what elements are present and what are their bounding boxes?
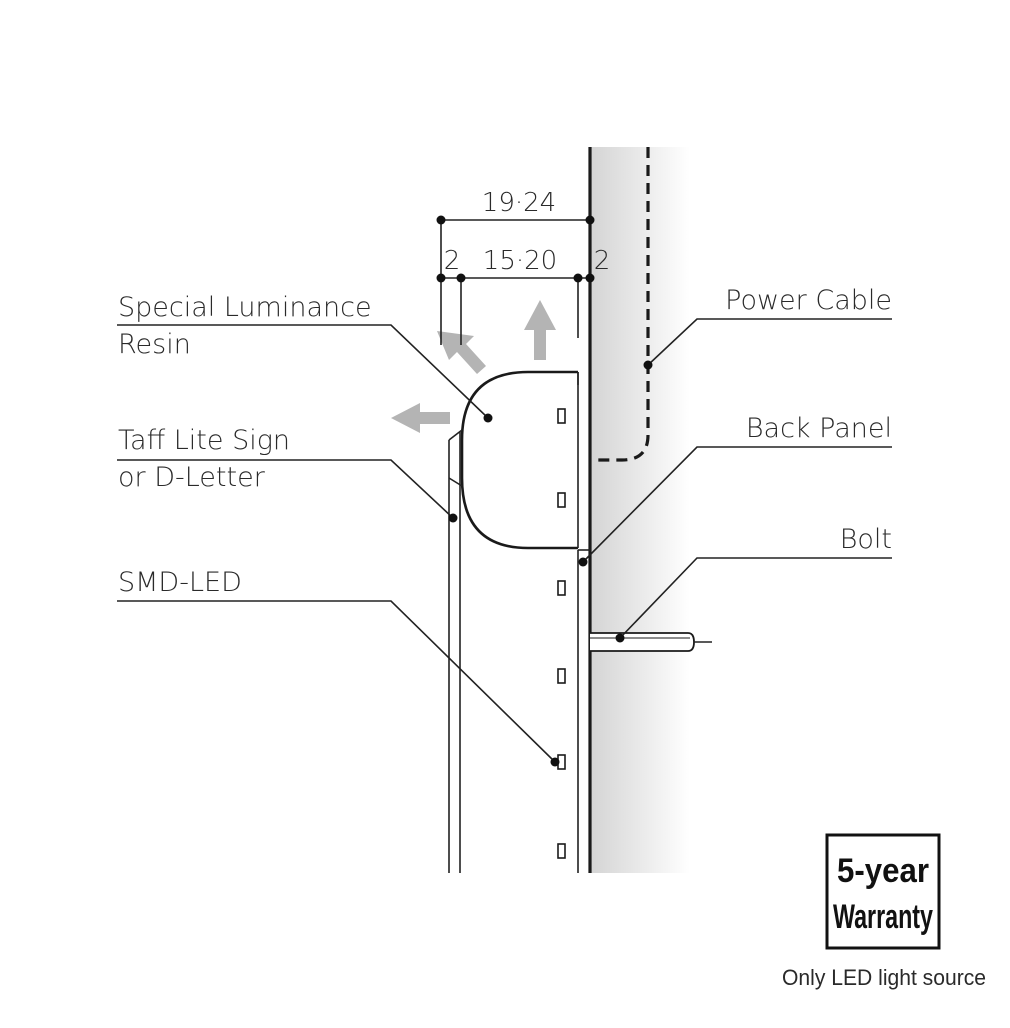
sign-face-notch [448,477,463,487]
leader-dot [615,633,625,643]
resin-body [460,370,578,550]
label-special-luminance: Special Luminance [118,292,372,323]
label-taff-lite: Taff Lite Sign [118,425,290,456]
label-resin: Resin [118,329,191,360]
leader-dot [483,413,493,423]
power-cable [592,147,650,462]
leaders-right [578,318,892,643]
label-bolt: Bolt [840,524,892,555]
smd-led [557,580,566,596]
warranty-box [825,833,941,950]
leader-back-panel [582,446,892,563]
sign-face-top [448,429,463,441]
leader-resin [117,324,489,419]
dim-dot [585,215,595,225]
dim-right-gap-text: 2 [594,246,611,276]
dim-dot [456,273,466,283]
leader-power [647,318,892,366]
dim-overall-text: 19·24 [482,188,556,218]
leader-dot [550,757,560,767]
dim-dot [585,273,595,283]
arrow-diagonal [437,331,486,374]
dim-dot [436,215,446,225]
arrow-left [391,403,450,433]
smd-led [557,843,566,859]
warranty-badge: 5-year Warranty [825,833,941,950]
label-power-cable: Power Cable [725,285,892,316]
smd-led [557,408,566,424]
dim-dot [436,273,446,283]
leader-taff [117,459,454,519]
leader-dot [578,557,588,567]
arrow-up [524,300,556,360]
dim-dot [573,273,583,283]
warranty-footnote: Only LED light source [782,965,986,990]
leader-dot [643,360,653,370]
label-back-panel: Back Panel [746,413,892,444]
leader-dot [448,513,458,523]
smd-led [557,492,566,508]
dim-inner-text: 15·20 [483,246,557,276]
dimensions: 19·24 15·20 2 2 [436,188,611,345]
smd-led [557,668,566,684]
leaders-left [117,324,560,767]
leader-smd [117,600,556,763]
label-smd-led: SMD-LED [118,567,242,598]
warranty-line2: Warranty [833,898,933,936]
leader-bolt [619,557,892,639]
label-d-letter: or D-Letter [118,462,266,493]
dim-left-gap-text: 2 [444,246,461,276]
bolt [590,632,695,652]
light-arrows [391,300,556,433]
wall [590,147,690,873]
warranty-line1: 5-year [837,852,929,890]
